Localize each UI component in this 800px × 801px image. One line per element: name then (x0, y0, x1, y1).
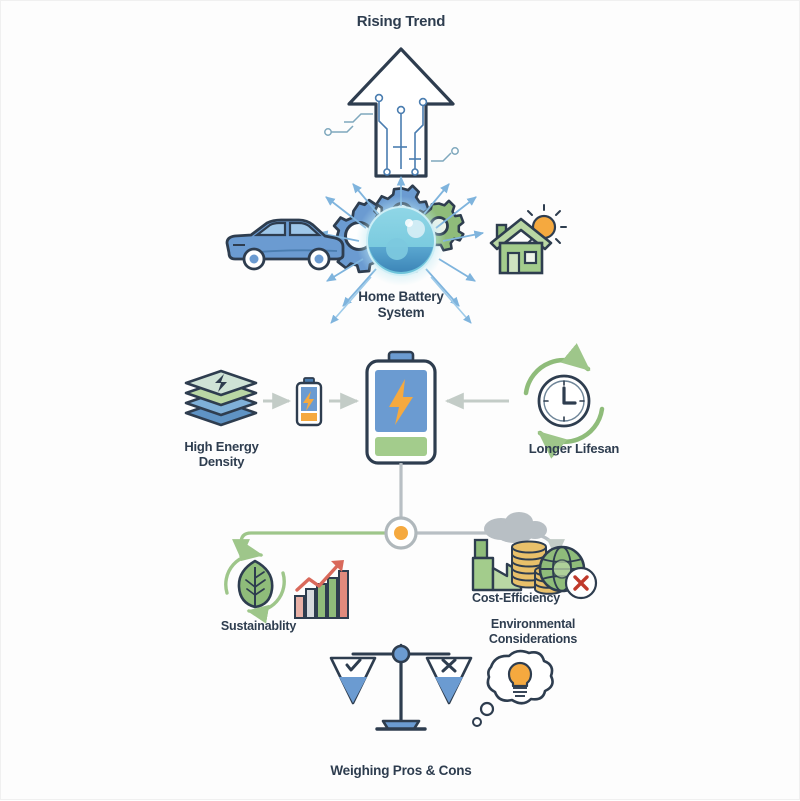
sustainability-label: Sustainablity (220, 619, 297, 633)
balance-scales-icon (329, 643, 473, 731)
globe-warning-icon (538, 545, 598, 600)
growth-bar-chart-icon (294, 560, 349, 619)
cost-efficiency-label: Cost-Efficiency (472, 591, 560, 605)
small-battery-icon (295, 377, 323, 427)
radiating-arrows-icon (317, 175, 485, 307)
longer-lifespan-label: Longer Lifesan (528, 441, 620, 456)
car-icon (225, 218, 345, 271)
junction-node-icon (384, 516, 418, 550)
layers-icon (184, 369, 258, 427)
leaf-recycle-icon (224, 542, 286, 624)
circuit-icon (374, 93, 428, 176)
house-sun-icon (489, 204, 567, 275)
rising-trend-label: Rising Trend (356, 13, 446, 30)
weighing-pros-cons-label: Weighing Pros & Cons (330, 763, 472, 778)
circuit-icon-secondary (324, 113, 459, 162)
home-battery-system-label: Home Battery System (358, 289, 444, 320)
smoke-cloud-icon (484, 512, 547, 543)
main-battery-icon (365, 350, 437, 465)
high-energy-density-label: High Energy Density (184, 439, 259, 470)
energy-sphere-icon (356, 196, 446, 286)
clock-refresh-icon (523, 343, 605, 459)
environmental-considerations-label: Environmental Considerations (488, 617, 578, 646)
radiating-arrows-outer (330, 276, 472, 324)
lightbulb-thought-icon (472, 649, 554, 727)
